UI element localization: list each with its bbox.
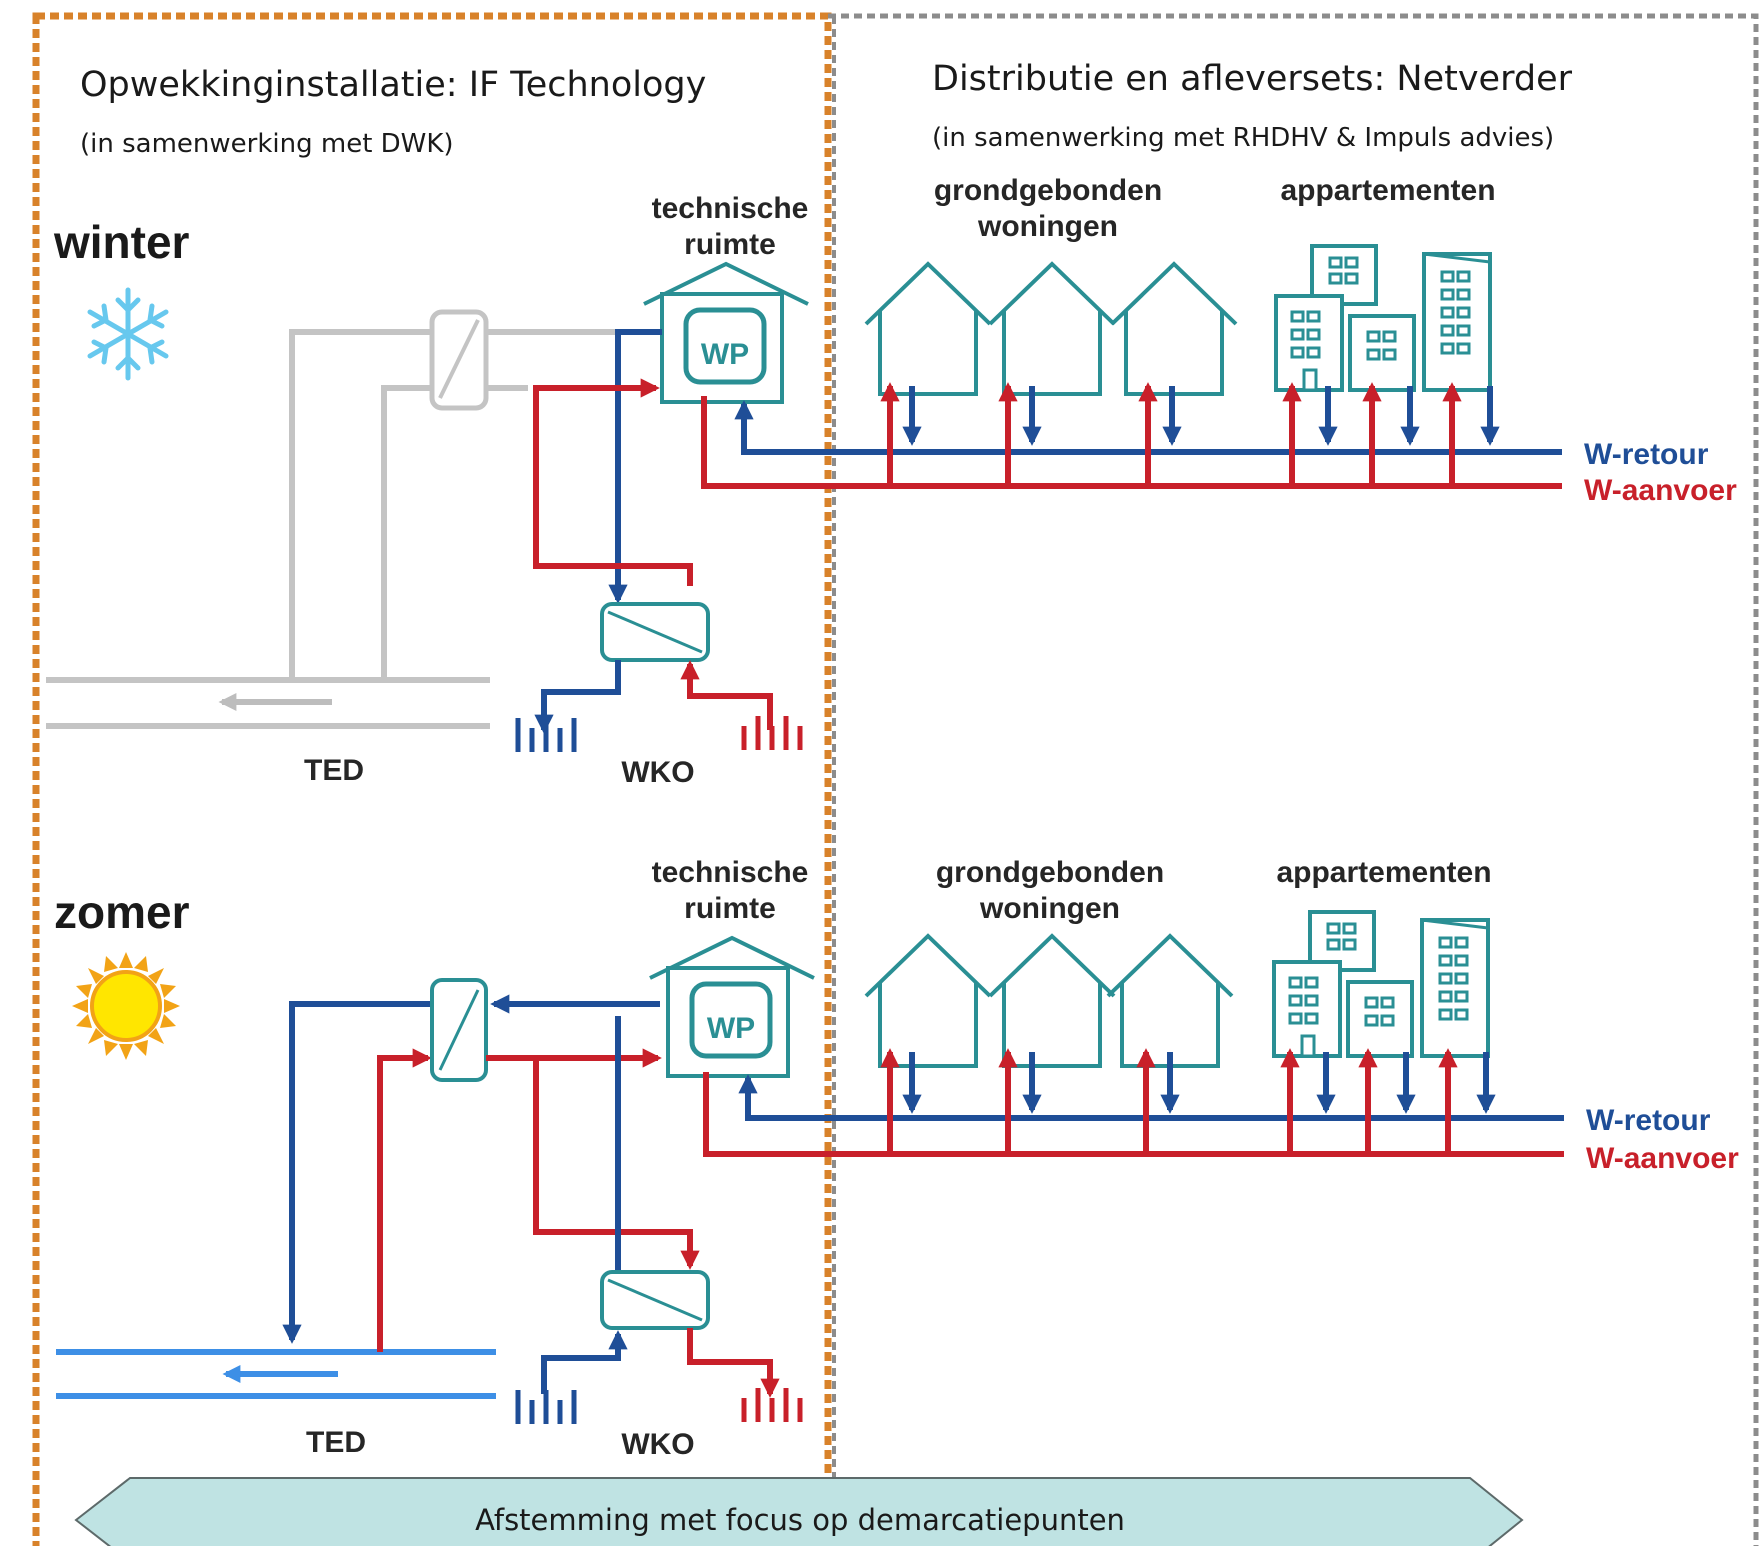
sun-icon <box>72 952 180 1060</box>
winter-return-line <box>734 400 1562 455</box>
summer-supply-line <box>703 1072 1564 1157</box>
snowflake-icon <box>87 287 169 381</box>
summer-cold-well <box>518 1390 574 1424</box>
summer-pipe-warm-well <box>687 1328 780 1398</box>
summer-hx-vertical <box>430 978 488 1082</box>
summer-pipe-to-ted <box>282 1001 432 1344</box>
winter-grey-hx <box>429 309 489 411</box>
left-panel-title: Opwekkinginstallatie: IF Technology <box>80 65 706 105</box>
winter-cold-well <box>518 718 574 752</box>
houses-label-winter-1: grondgebonden <box>934 174 1162 207</box>
summer-pipe-cold-well <box>541 1330 628 1394</box>
tech-room-label-summer-1: technische <box>652 856 809 889</box>
wko-label-winter: WKO <box>621 756 694 789</box>
houses-label-summer-2: woningen <box>979 892 1120 925</box>
summer-heat-exchanger <box>600 1270 710 1330</box>
season-label-winter: winter <box>53 216 190 268</box>
winter-section: winter technische ruimte WP <box>46 174 1737 789</box>
apartments-label-winter: appartementen <box>1280 174 1495 207</box>
summer-section: zomer <box>54 856 1739 1461</box>
summer-ted-water <box>56 1349 496 1399</box>
right-panel-subtitle: (in samenwerking met RHDHV & Impuls advi… <box>932 123 1554 153</box>
apartments-winter <box>1276 246 1490 390</box>
right-panel-title: Distributie en afleversets: Netverder <box>932 59 1573 99</box>
apartments-summer <box>1274 912 1488 1056</box>
summer-connections <box>880 1048 1496 1154</box>
winter-pipe-warm-well <box>680 660 773 730</box>
winter-pipe-wp-to-hx <box>608 329 662 604</box>
winter-connections <box>880 382 1500 486</box>
summer-pipe-from-ted <box>377 1048 432 1352</box>
left-panel-border <box>32 12 832 1546</box>
ted-label-winter: TED <box>304 754 364 787</box>
wko-label-summer: WKO <box>621 1428 694 1461</box>
right-panel-border <box>828 13 1759 1546</box>
houses-summer <box>864 934 1234 1068</box>
tech-room-winter <box>644 264 808 402</box>
demarcation-banner: Afstemming met focus op demarcatiepunten <box>74 1477 1524 1546</box>
heat-pump-winter: WP <box>701 338 749 371</box>
summer-pipe-red-to-hx <box>533 1058 700 1270</box>
heat-pump-summer: WP <box>707 1012 755 1045</box>
winter-pipe-hx-to-wp <box>533 378 693 586</box>
houses-label-winter-2: woningen <box>977 210 1118 243</box>
left-panel-subtitle: (in samenwerking met DWK) <box>80 129 454 159</box>
tech-room-label-winter-2: ruimte <box>684 228 776 261</box>
banner-text: Afstemming met focus op demarcatiepunten <box>475 1503 1125 1537</box>
return-line-label-winter: W-retour <box>1584 438 1709 471</box>
houses-winter <box>864 262 1238 396</box>
season-label-summer: zomer <box>54 886 190 938</box>
ted-label-summer: TED <box>306 1426 366 1459</box>
winter-pipe-cold-well <box>534 660 621 734</box>
return-line-label-summer: W-retour <box>1586 1104 1711 1137</box>
houses-label-summer-1: grondgebonden <box>936 856 1164 889</box>
supply-line-label-winter: W-aanvoer <box>1584 474 1737 507</box>
winter-heat-exchanger <box>600 602 710 662</box>
summer-return-line <box>738 1074 1564 1121</box>
winter-inactive-loop <box>46 329 616 729</box>
apartments-label-summer: appartementen <box>1276 856 1491 889</box>
tech-room-summer <box>650 938 814 1076</box>
supply-line-label-summer: W-aanvoer <box>1586 1142 1739 1175</box>
tech-room-label-summer-2: ruimte <box>684 892 776 925</box>
tech-room-label-winter-1: technische <box>652 192 809 225</box>
winter-supply-line <box>701 396 1562 489</box>
